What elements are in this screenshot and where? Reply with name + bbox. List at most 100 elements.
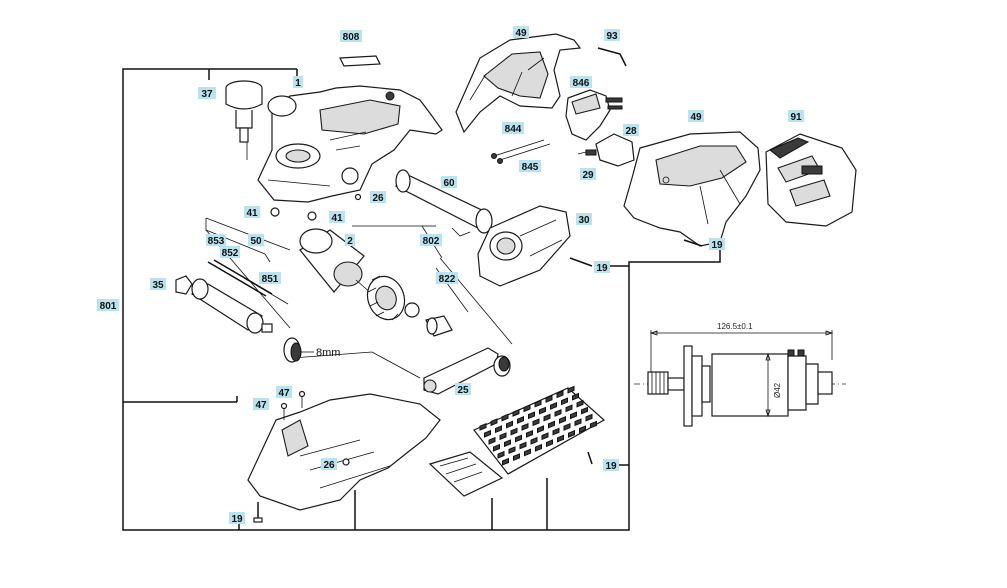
grid-cell: [567, 385, 575, 394]
grid-cell: [585, 413, 593, 422]
drive-pulley: [283, 337, 314, 363]
lower-plate: [428, 451, 504, 497]
label-background: [604, 29, 620, 41]
label-background: [623, 124, 639, 136]
label-background: [603, 459, 619, 471]
bevel-gear: [366, 275, 406, 321]
grid-cell: [543, 413, 551, 422]
handle-housing-top: [455, 33, 582, 134]
grid-cell: [565, 404, 573, 413]
grid-cell: [568, 429, 575, 438]
base-screw: [253, 502, 263, 523]
grid-cell: [499, 432, 507, 441]
handle-housing-right: [623, 131, 761, 247]
part-number: 846: [573, 78, 590, 89]
part-number: 19: [605, 461, 617, 472]
label-background: [436, 272, 458, 284]
part-label-30: 30: [576, 213, 592, 226]
part-label-37: 37: [198, 87, 216, 100]
part-number: 41: [331, 213, 343, 224]
part-label-29: 29: [580, 168, 596, 181]
grid-cell: [521, 422, 529, 431]
label-background: [259, 272, 281, 284]
part-number: 2: [347, 236, 353, 247]
allen-key: [597, 47, 627, 67]
grid-cell: [554, 409, 562, 417]
driven-pulley: [493, 355, 511, 377]
label-background: [229, 512, 245, 524]
part-label-26b: 26: [321, 458, 337, 471]
grid-cell: [488, 436, 496, 445]
grid-cell: [524, 448, 531, 457]
grid-cell: [510, 427, 518, 436]
guide-pins: [207, 259, 289, 305]
label-background: [293, 76, 303, 88]
grid-cell: [501, 413, 509, 422]
label-background: [198, 87, 216, 99]
motor: [299, 228, 373, 295]
grid-cell: [495, 425, 502, 434]
part-label-2: 2: [345, 234, 355, 247]
part-label-845: 845: [519, 160, 541, 173]
part-label-49a: 49: [513, 26, 529, 39]
label-background: [519, 160, 541, 172]
part-label-852: 852: [220, 246, 240, 259]
small-screws-upper: [270, 193, 362, 221]
grid-cell: [590, 420, 597, 429]
part-number: 25: [457, 385, 469, 396]
part-number: 47: [278, 388, 290, 399]
part-label-19d: 19: [603, 459, 619, 472]
depth-knob: [225, 80, 263, 143]
grid-cell: [545, 395, 553, 403]
part-number: 60: [443, 178, 455, 189]
grid-cell: [497, 450, 505, 459]
part-number: 1: [295, 78, 301, 89]
grid-cell: [512, 409, 520, 417]
label-background: [688, 110, 704, 122]
grid-cell: [576, 399, 584, 408]
label-background: [253, 398, 269, 410]
grid-cell: [581, 406, 588, 415]
grid-cell: [552, 427, 560, 436]
dust-extraction-tube: [394, 169, 493, 237]
label-background: [370, 191, 386, 203]
part-label-19b: 19: [709, 238, 725, 251]
part-label-822: 822: [436, 272, 458, 285]
part-number: 35: [152, 280, 164, 291]
part-label-853: 853: [206, 234, 226, 247]
part-number: 801: [100, 301, 117, 312]
part-number: 19: [711, 240, 723, 251]
planer-drum: [190, 278, 273, 334]
part-number: 845: [522, 162, 539, 173]
base-plate-grid: [473, 385, 606, 475]
grid-cell: [537, 425, 544, 434]
part-number: 19: [231, 514, 243, 525]
part-label-801: 801: [97, 299, 119, 312]
grid-cell: [508, 446, 516, 455]
main-housing: [257, 85, 443, 203]
part-number: 30: [578, 215, 590, 226]
grid-cell: [539, 406, 546, 415]
grid-cell: [556, 390, 564, 399]
grid-cell: [535, 443, 542, 452]
part-label-91: 91: [788, 110, 804, 123]
label-sheet: [339, 55, 381, 67]
label-background: [788, 110, 804, 122]
grid-cell: [506, 420, 513, 429]
label-background: [345, 234, 355, 246]
part-number: 49: [690, 112, 702, 123]
part-number: 851: [262, 274, 279, 285]
grid-cell: [479, 422, 487, 431]
grid-cell: [515, 434, 522, 443]
label-background: [580, 168, 596, 180]
part-number: 822: [439, 274, 456, 285]
part-label-50: 50: [248, 234, 264, 247]
assembly-bracket-lines: [122, 68, 721, 531]
belt-cover: [477, 205, 571, 287]
part-number: 41: [246, 208, 258, 219]
wire-leads: [491, 139, 551, 164]
label-background: [150, 278, 166, 290]
part-number: 28: [625, 126, 637, 137]
